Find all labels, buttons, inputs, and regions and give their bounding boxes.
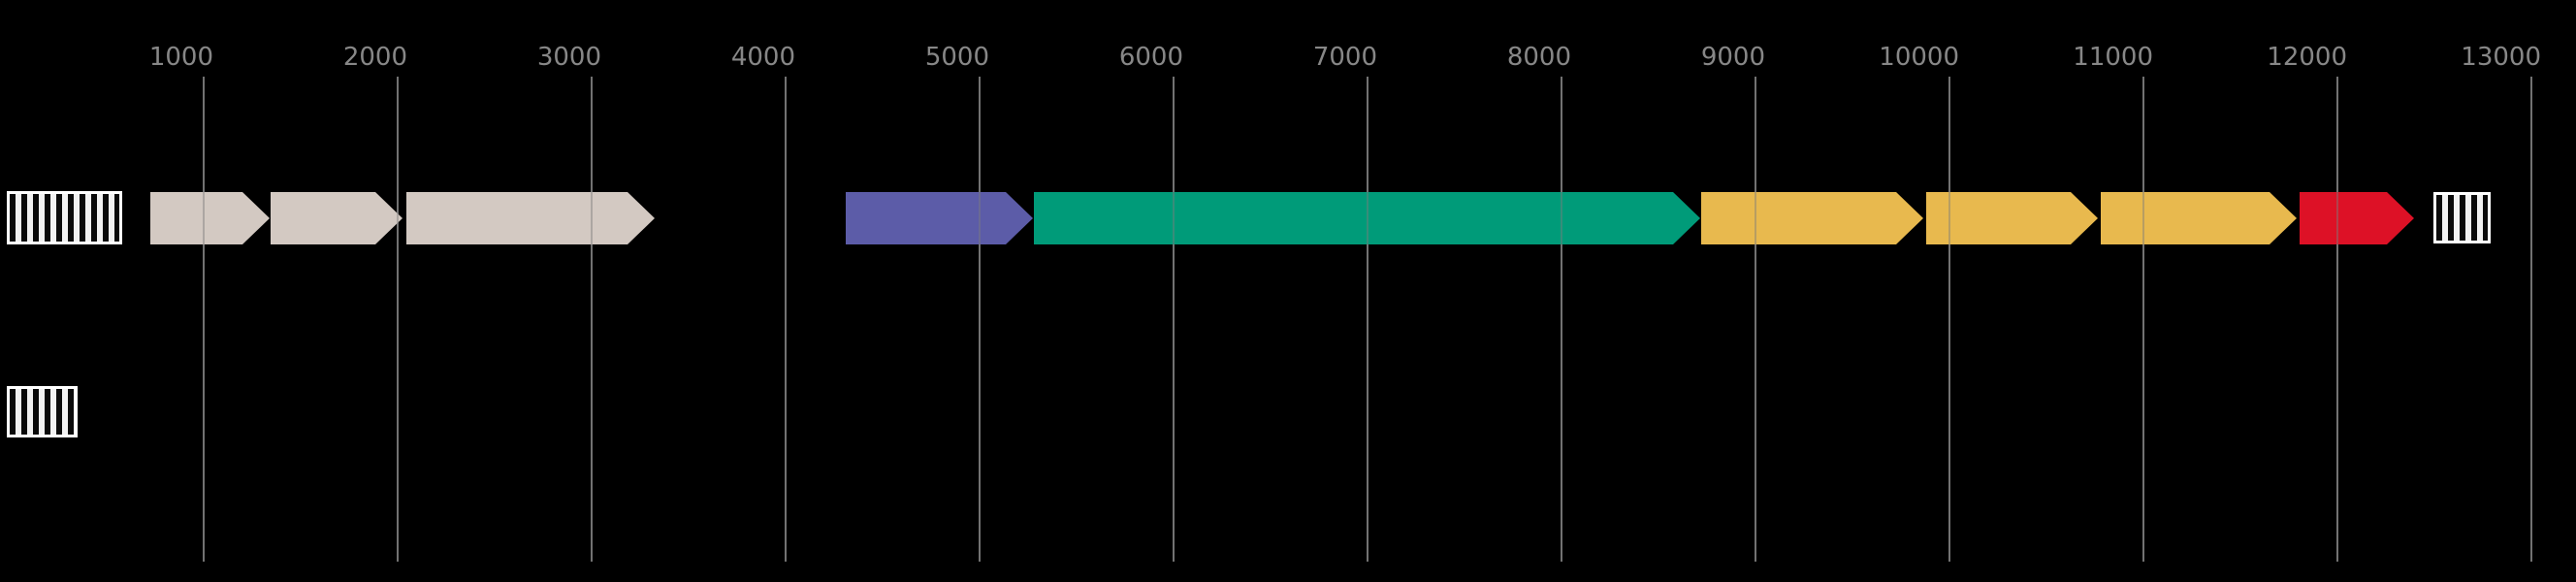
axis-tick-label: 13000 [2461, 43, 2541, 72]
gridline-overlay [1948, 77, 1950, 562]
gene-arrow-teal [1034, 192, 1700, 244]
gridline [203, 77, 205, 562]
gridline [2530, 77, 2532, 562]
gene-arrow-beige [150, 192, 270, 244]
axis-tick-label: 1000 [148, 43, 213, 72]
gene-arrow-purple [846, 192, 1033, 244]
gridline [2336, 77, 2338, 562]
gene-arrow-yellow [2101, 192, 2297, 244]
gridline [1367, 77, 1368, 562]
gridline-overlay [1367, 77, 1368, 562]
axis-tick-label: 7000 [1312, 43, 1377, 72]
gridline-overlay [1173, 77, 1175, 562]
gridline [1561, 77, 1562, 562]
gene-arrow-yellow [1926, 192, 2098, 244]
gridline [1173, 77, 1175, 562]
axis-tick-label: 6000 [1118, 43, 1183, 72]
gridline [397, 77, 399, 562]
axis-tick-label: 3000 [536, 43, 601, 72]
row1-right-label-striped-placeholder [2433, 192, 2491, 243]
gridline [785, 77, 787, 562]
axis-tick-label: 9000 [1700, 43, 1765, 72]
axis-tick-label: 8000 [1506, 43, 1571, 72]
gridline-overlay [2530, 77, 2532, 562]
gridline-overlay [1755, 77, 1756, 562]
axis-tick-label: 11000 [2073, 43, 2153, 72]
gene-arrow-beige [271, 192, 402, 244]
axis-tick-label: 5000 [924, 43, 989, 72]
axis-tick-label: 4000 [730, 43, 795, 72]
gridline [979, 77, 981, 562]
gridline-overlay [397, 77, 399, 562]
gene-arrow-yellow [1701, 192, 1923, 244]
gridline-overlay [979, 77, 981, 562]
gridline-overlay [591, 77, 593, 562]
gridline-overlay [2142, 77, 2144, 562]
gridline [1948, 77, 1950, 562]
gridline-overlay [1561, 77, 1562, 562]
gridline-overlay [203, 77, 205, 562]
gridline-overlay [785, 77, 787, 562]
gridline [1755, 77, 1756, 562]
axis-tick-label: 12000 [2267, 43, 2347, 72]
gridline-overlay [2336, 77, 2338, 562]
gene-arrow-beige [406, 192, 655, 244]
axis-tick-label: 2000 [342, 43, 407, 72]
row2-left-label-striped-placeholder [7, 386, 78, 437]
gridline [2142, 77, 2144, 562]
axis-tick-label: 10000 [1879, 43, 1959, 72]
gridline [591, 77, 593, 562]
gene-arrow-red [2300, 192, 2414, 244]
row1-left-label-striped-placeholder [7, 191, 122, 244]
